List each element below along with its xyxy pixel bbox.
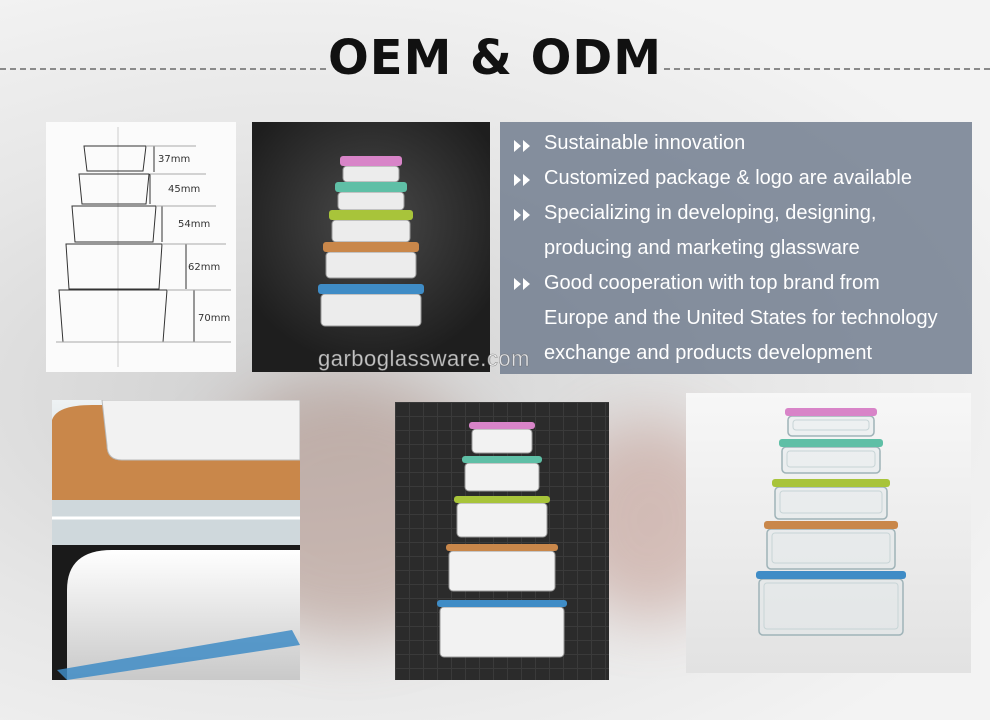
double-arrow-icon (514, 140, 530, 152)
page-title: OEM & ODM (327, 30, 663, 86)
container-5 (437, 600, 567, 658)
feature-text: Customized package & logo are available (544, 167, 912, 189)
container-4 (323, 242, 419, 279)
lid (437, 600, 567, 607)
container-3 (772, 479, 890, 520)
lid (785, 408, 877, 416)
feature-text: Specializing in developing, designing, (544, 202, 877, 224)
lid-closeup (52, 400, 300, 680)
lid (772, 479, 890, 487)
feature-text: Europe and the United States for technol… (544, 307, 938, 329)
feature-text: Good cooperation with top brand from (544, 272, 880, 294)
title-divider-right (664, 68, 990, 70)
lid (329, 210, 413, 220)
features-panel: Sustainable innovation Customized packag… (500, 122, 972, 374)
title-divider-left (0, 68, 326, 70)
lid (335, 182, 407, 192)
container-2 (335, 182, 407, 211)
container-4 (764, 521, 898, 570)
double-arrow-icon (514, 278, 530, 290)
lid (323, 242, 419, 252)
glass-photo-stack (686, 393, 971, 673)
container-3 (454, 496, 550, 538)
container-4 (446, 544, 558, 592)
double-arrow-icon (514, 209, 530, 221)
container-2 (462, 456, 542, 492)
dimension-label: 62mm (188, 262, 220, 273)
feature-text: exchange and products development (544, 342, 873, 364)
dimension-label: 54mm (178, 219, 210, 230)
feature-text: Sustainable innovation (544, 132, 746, 154)
dimension-label: 70mm (198, 313, 230, 324)
feature-text: producing and marketing glassware (544, 237, 860, 259)
container-1 (785, 408, 877, 437)
render-dark-stack (252, 122, 490, 372)
lid (764, 521, 898, 529)
lid (469, 422, 535, 429)
lid (446, 544, 558, 551)
blue-lid-rim (57, 630, 300, 680)
dimension-drawing: 37mm 45mm 54mm 62mm 70mm (46, 122, 236, 372)
container-1 (340, 156, 402, 183)
dimension-label: 37mm (158, 154, 190, 165)
dimension-label: 45mm (168, 184, 200, 195)
watermark: garboglassware.com (318, 346, 530, 372)
lid (779, 439, 883, 447)
container-5 (756, 571, 906, 636)
lid (318, 284, 424, 294)
container-1 (469, 422, 535, 454)
container-3 (329, 210, 413, 243)
container-5 (318, 284, 424, 327)
lid (454, 496, 550, 503)
double-arrow-icon (514, 174, 530, 186)
lid (756, 571, 906, 579)
render-grid-stack (395, 402, 609, 680)
lid (462, 456, 542, 463)
container-2 (779, 439, 883, 474)
lid (340, 156, 402, 166)
